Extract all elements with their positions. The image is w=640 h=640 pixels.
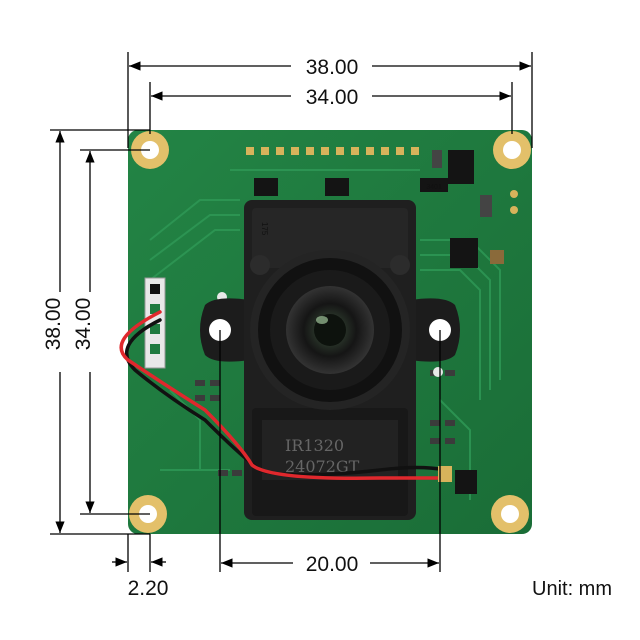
- dimension-lines: [50, 52, 533, 572]
- lens-hole-spacing-label: 20.00: [306, 553, 359, 576]
- ic-u5: [325, 178, 349, 196]
- wires: [119, 310, 452, 482]
- hole-spacing-x-label: 34.00: [306, 86, 359, 109]
- header-pads: [246, 147, 419, 155]
- mounting-hole-icon: [491, 495, 529, 533]
- lens-holder: 175 IR1320 24072GT: [200, 200, 460, 520]
- hole-offset-label: 2.20: [128, 577, 169, 600]
- ir-filter-label-2: 24072GT: [285, 457, 360, 476]
- ir-filter-label-1: IR1320: [285, 436, 344, 455]
- ic-regulator: 3401: [420, 150, 504, 268]
- wire-red: [119, 310, 450, 480]
- mounting-hole-icon: [493, 131, 531, 169]
- ic-u6: [254, 178, 278, 196]
- wire-black: [124, 318, 447, 477]
- ic-label: 3401: [426, 184, 442, 191]
- lens-icon: [250, 250, 410, 410]
- unit-label: Unit: mm: [532, 578, 612, 600]
- dimension-labels: 38.00 34.00 38.00 34.00 2.20 20.00 Unit:…: [42, 56, 612, 600]
- outer-width-label: 38.00: [306, 56, 359, 79]
- fiducial: [433, 367, 443, 377]
- hole-spacing-y-label: 34.00: [72, 298, 95, 351]
- lens-holder-code: 175: [260, 222, 269, 236]
- outer-height-label: 38.00: [42, 298, 65, 351]
- test-pads: [510, 190, 518, 214]
